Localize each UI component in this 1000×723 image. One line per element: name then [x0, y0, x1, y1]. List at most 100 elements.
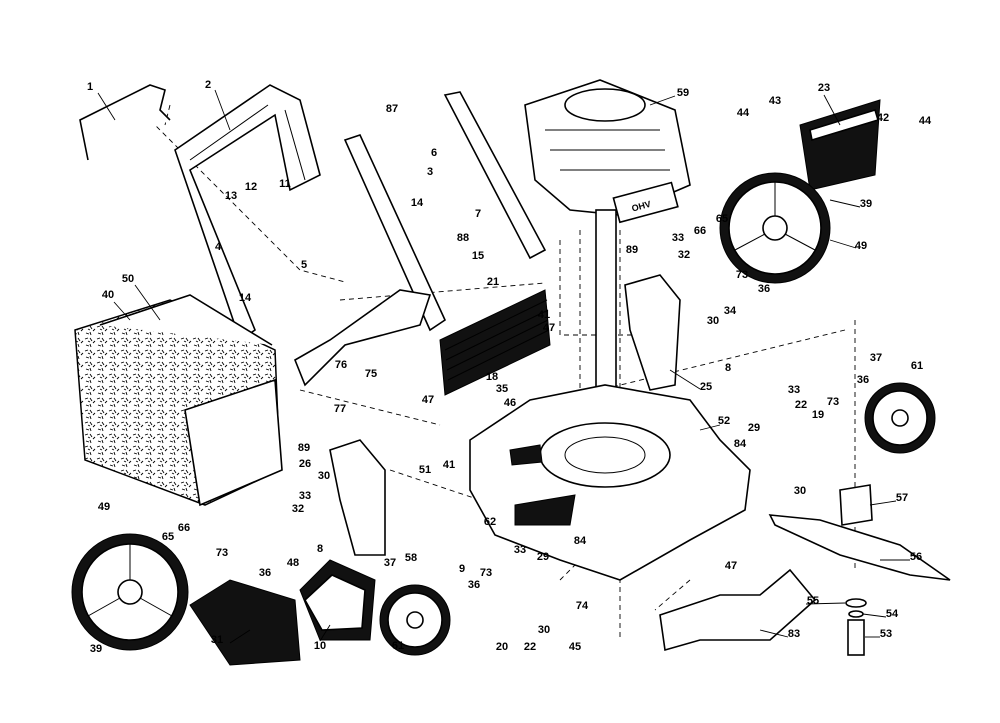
callout-c-29b: 29	[537, 551, 549, 563]
callout-c-55: 55	[807, 595, 819, 607]
callout-c-30a: 30	[707, 315, 719, 327]
blade-adapter	[839, 484, 873, 526]
discharge-chute-10-inner	[303, 574, 366, 631]
bail-rod	[79, 84, 171, 161]
callout-c-13: 13	[225, 190, 237, 202]
callout-c-84b: 84	[574, 535, 587, 547]
callout-c-41b: 41	[443, 459, 455, 471]
callout-c-75: 75	[365, 368, 377, 380]
callout-c-36c: 36	[259, 567, 271, 579]
callout-c-7: 7	[475, 208, 481, 220]
callout-c-53: 53	[880, 628, 892, 640]
callout-c-44b: 44	[919, 115, 932, 127]
callout-c-73c: 73	[216, 547, 228, 559]
callout-c-14b: 14	[239, 292, 252, 304]
callout-c-66b: 66	[178, 522, 190, 534]
height-adjuster-right	[624, 274, 681, 391]
front-wheel-right	[864, 382, 936, 454]
callout-c-46: 46	[504, 397, 516, 409]
callout-c-22b: 22	[524, 641, 536, 653]
callout-c-89a: 89	[626, 244, 638, 256]
callout-c-44a: 44	[737, 107, 750, 119]
callout-c-14a: 14	[411, 197, 424, 209]
callout-c-32a: 32	[678, 249, 690, 261]
callout-c-84a: 84	[734, 438, 747, 450]
callout-c-35: 35	[496, 383, 508, 395]
callout-c-32b: 32	[292, 503, 304, 515]
callout-c-21: 21	[487, 276, 499, 288]
callout-c-25: 25	[700, 381, 712, 393]
callout-c-33b: 33	[788, 384, 800, 396]
callout-c-40: 40	[102, 289, 114, 301]
callout-c-8a: 8	[725, 362, 731, 374]
height-adjuster-left	[329, 439, 386, 556]
callout-c-49a: 49	[855, 240, 867, 252]
callout-c-48: 48	[287, 557, 299, 569]
callout-c-36b: 36	[857, 374, 869, 386]
callout-c-58: 58	[405, 552, 417, 564]
callout-c-57: 57	[896, 492, 908, 504]
grass-catcher-bag	[74, 294, 283, 507]
callout-c-33c: 33	[299, 490, 311, 502]
rear-shield	[799, 99, 881, 191]
callout-c-65b: 65	[162, 531, 174, 543]
callout-c-43: 43	[769, 95, 781, 107]
callout-c-42: 42	[877, 112, 889, 124]
blade-bolt	[847, 619, 865, 656]
callout-c-62: 62	[484, 516, 496, 528]
callout-c-61b: 61	[392, 640, 404, 652]
baffle	[659, 568, 817, 652]
mower-blade	[768, 514, 951, 581]
callout-c-30b: 30	[794, 485, 806, 497]
callout-c-45: 45	[569, 641, 581, 653]
front-wheel-left	[379, 584, 451, 656]
callout-c-73b: 73	[827, 396, 839, 408]
callout-c-4: 4	[215, 241, 222, 253]
callout-c-31: 31	[211, 634, 223, 646]
mower-deck	[469, 384, 751, 581]
engine-label: OHV	[631, 199, 652, 214]
callout-c-59: 59	[677, 87, 689, 99]
callout-c-87: 87	[386, 103, 398, 115]
callout-c-37a: 37	[870, 352, 882, 364]
callout-c-47a: 47	[543, 322, 555, 334]
callout-c-26: 26	[299, 458, 311, 470]
callout-c-20: 20	[496, 641, 508, 653]
callout-c-29a: 29	[748, 422, 760, 434]
callout-c-18: 18	[486, 371, 498, 383]
callout-c-50: 50	[122, 273, 134, 285]
callout-c-41a: 41	[538, 309, 550, 321]
callout-c-39b: 39	[90, 643, 102, 655]
callout-c-11: 11	[279, 178, 291, 190]
callout-c-47b: 47	[422, 394, 434, 406]
callout-c-74: 74	[576, 600, 589, 612]
callout-c-88: 88	[457, 232, 469, 244]
callout-c-89b: 89	[298, 442, 310, 454]
rear-wheel-left	[71, 533, 189, 651]
callout-c-54: 54	[886, 608, 899, 620]
callout-c-73d: 73	[480, 567, 492, 579]
callout-c-15: 15	[472, 250, 484, 262]
callout-c-33a: 33	[672, 232, 684, 244]
callout-c-39a: 39	[860, 198, 872, 210]
callout-c-2: 2	[205, 79, 211, 91]
callout-c-51: 51	[419, 464, 431, 476]
callout-c-3: 3	[427, 166, 433, 178]
callout-c-65a: 65	[716, 213, 728, 225]
callout-c-8b: 8	[317, 543, 323, 555]
callout-c-36d: 36	[468, 579, 480, 591]
callout-c-77: 77	[334, 403, 346, 415]
callout-c-49b: 49	[98, 501, 110, 513]
callout-c-52: 52	[718, 415, 730, 427]
callout-c-73a: 73	[736, 269, 748, 281]
callout-c-83: 83	[788, 628, 800, 640]
callout-c-6: 6	[431, 147, 437, 159]
callout-c-19: 19	[812, 409, 824, 421]
callout-c-47c: 47	[725, 560, 737, 572]
mulch-plug	[293, 289, 432, 387]
callout-c-10: 10	[314, 640, 326, 652]
callout-c-1: 1	[87, 81, 93, 93]
callout-c-12: 12	[245, 181, 257, 193]
